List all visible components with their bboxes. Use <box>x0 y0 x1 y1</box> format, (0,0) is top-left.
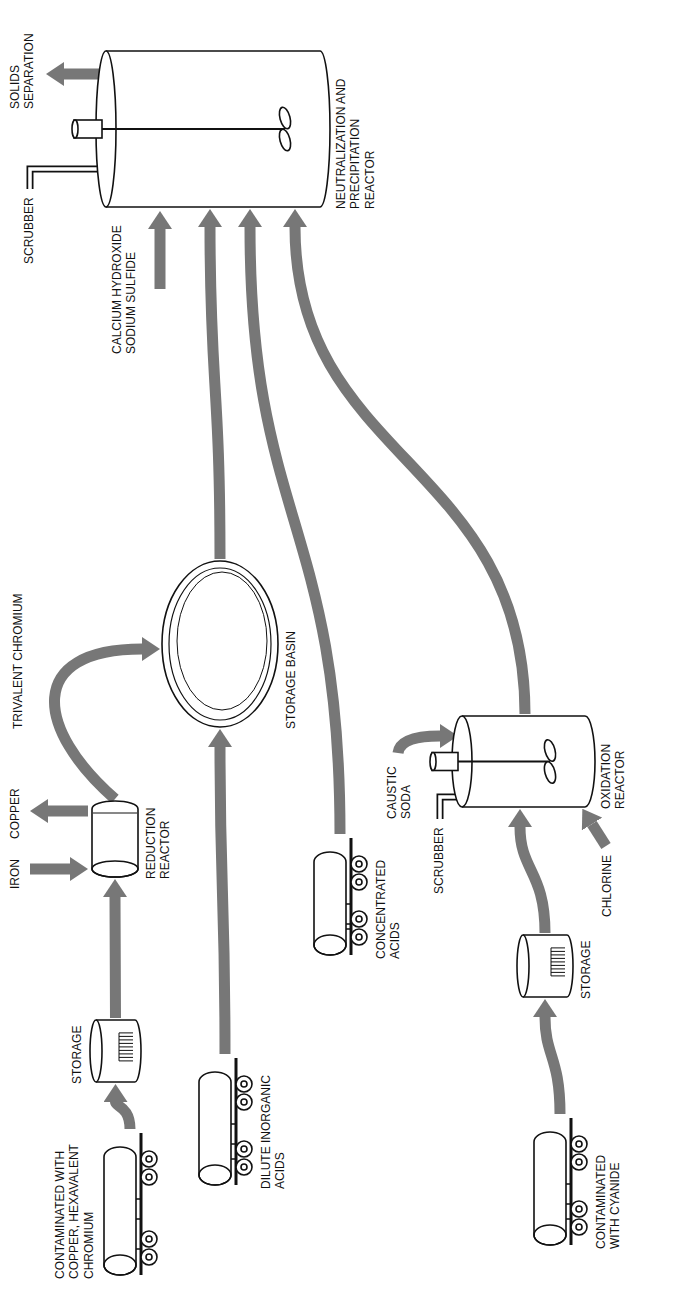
tanker-truck: CONTAMINATED WITH COPPER, HEXAVALENT CHR… <box>53 1129 160 1279</box>
storage-basin: STORAGE BASIN <box>160 559 298 729</box>
equipment-label: STORAGE BASIN <box>284 559 298 729</box>
stream-label: CAUSTIC SODA <box>385 757 414 819</box>
label-box: IRON <box>8 849 22 889</box>
flow-arrow <box>210 227 220 559</box>
label-box: COPPER <box>8 783 22 839</box>
flow-arrow <box>110 897 122 1018</box>
flow-arrow <box>545 1017 560 1114</box>
storage-basin-drawing <box>160 559 280 729</box>
equipment-label: REDUCTION REACTOR <box>144 799 173 879</box>
copper-arrow <box>48 806 88 817</box>
oxidation-reactor-drawing <box>430 714 595 809</box>
equipment-label: STORAGE <box>70 1018 84 1084</box>
label-box: SCRUBBER <box>22 194 36 264</box>
chlorine-arrow <box>592 824 606 846</box>
neutralization-reactor: NEUTRALIZATION AND PRECIPITATION REACTOR <box>72 49 377 209</box>
storage-tank: STORAGE <box>70 1018 143 1084</box>
equipment-label: OXIDATION REACTOR <box>599 714 628 809</box>
reduction-reactor-drawing <box>90 799 140 879</box>
neutralization-reactor-drawing <box>72 49 330 209</box>
tanker-truck: CONTAMINATED WITH CYANIDE <box>530 1114 623 1249</box>
calcium-arrow <box>155 229 166 289</box>
flow-arrow <box>116 1102 131 1129</box>
stream-label: SOLIDS SEPARATION <box>8 19 37 109</box>
flow-arrow <box>520 827 545 933</box>
label-box: CAUSTIC SODA <box>385 757 414 819</box>
solids-arrow <box>64 69 100 80</box>
oxidation-reactor: OXIDATION REACTOR <box>430 714 628 809</box>
label-box: CHLORINE <box>600 849 614 917</box>
equipment-label: DILUTE INORGANIC ACIDS <box>259 1054 288 1189</box>
tanker-truck: DILUTE INORGANIC ACIDS <box>195 1054 288 1189</box>
label-box: SOLIDS SEPARATION <box>8 19 37 109</box>
equipment-label: STORAGE <box>579 933 593 999</box>
tanker-truck-drawing <box>530 1114 590 1249</box>
tanker-truck-drawing <box>100 1129 160 1279</box>
flow-arrow <box>54 649 142 799</box>
stream-label: SCRUBBER <box>22 194 36 264</box>
flow-arrow <box>295 227 525 714</box>
caustic-arrow <box>398 736 440 753</box>
label-box: TRIVALENT CHROMIUM <box>8 569 26 729</box>
equipment-label: CONTAMINATED WITH CYANIDE <box>594 1129 623 1249</box>
label-box: CALCIUM HYDROXIDE SODIUM SULFIDE <box>110 214 139 354</box>
stream-label: COPPER <box>8 783 22 839</box>
equipment-label: CONCENTRATED ACIDS <box>374 834 403 959</box>
stream-label: CALCIUM HYDROXIDE SODIUM SULFIDE <box>110 214 139 354</box>
flow-label: TRIVALENT CHROMIUM <box>11 593 25 729</box>
tanker-truck-drawing <box>310 834 370 959</box>
iron-arrow <box>30 864 70 875</box>
flow-arrow <box>220 747 225 1054</box>
label-box: SCRUBBER <box>432 822 446 894</box>
storage-tank-drawing <box>515 933 575 999</box>
stream-label: SCRUBBER <box>432 822 446 894</box>
tanker-truck: CONCENTRATED ACIDS <box>310 834 403 959</box>
equipment-label: NEUTRALIZATION AND PRECIPITATION REACTOR <box>334 59 377 209</box>
storage-tank: STORAGE <box>515 933 593 999</box>
reduction-reactor: REDUCTION REACTOR <box>90 799 173 879</box>
equipment-label: CONTAMINATED WITH COPPER, HEXAVALENT CHR… <box>53 1129 96 1279</box>
storage-tank-drawing <box>88 1018 143 1084</box>
stream-label: IRON <box>8 849 22 889</box>
flow-arrow <box>250 227 340 834</box>
tanker-truck-drawing <box>195 1054 255 1189</box>
stream-label: CHLORINE <box>600 849 614 917</box>
